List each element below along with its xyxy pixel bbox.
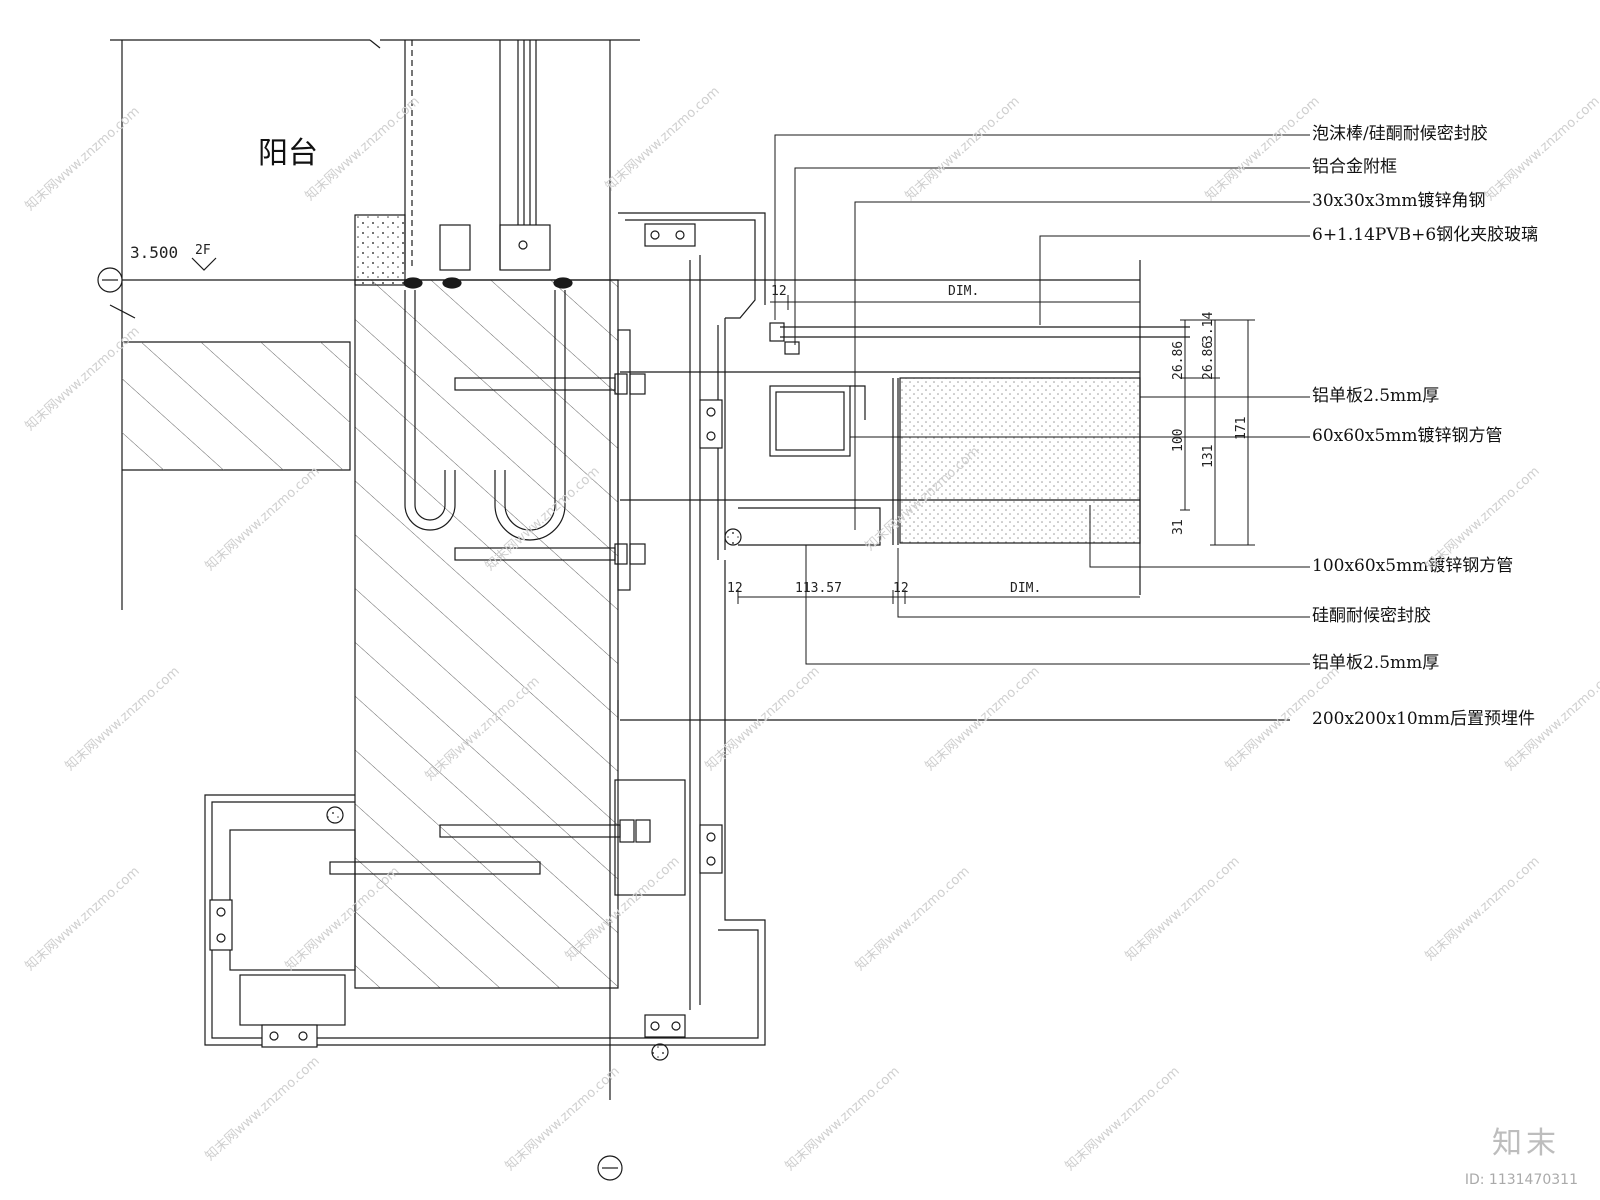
callout-100-tube: 100x60x5mm镀锌钢方管 — [1312, 556, 1514, 576]
dimension-lines — [737, 295, 1255, 604]
leader-lines — [774, 134, 1310, 665]
brackets — [209, 223, 742, 1061]
callout-aluminum-panel-bottom: 铝单板2.5mm厚 — [1312, 653, 1440, 673]
dim-26-b: 26.86 — [1201, 340, 1216, 380]
callout-foam-rod-sealant: 泡沫棒/硅酮耐候密封胶 — [1312, 124, 1488, 144]
dim-bottom-gap-right: 12 — [893, 581, 909, 596]
callout-laminated-glass: 6+1.14PVB+6钢化夹胶玻璃 — [1312, 225, 1539, 245]
concrete-column — [354, 214, 619, 989]
window-frame — [403, 40, 611, 1100]
callout-silicone-sealant: 硅酮耐候密封胶 — [1312, 606, 1431, 626]
level-value: 3.500 — [130, 243, 179, 262]
dim-3-14: 3.14 — [1201, 311, 1216, 343]
watermark-logo: 知末 — [1492, 1126, 1560, 1161]
dim-131: 131 — [1201, 444, 1216, 468]
embedded-plates — [614, 329, 1290, 896]
callout-embedded-plate: 200x200x10mm后置预埋件 — [1312, 709, 1535, 729]
balcony-slab — [109, 39, 1140, 610]
callout-aluminum-subframe: 铝合金附框 — [1312, 157, 1397, 177]
steel-tubes — [738, 385, 881, 546]
watermark-id: ID: 1131470311 — [1464, 1172, 1578, 1188]
axis-markers — [97, 257, 623, 1181]
dim-bottom-width: 113.57 — [795, 581, 842, 596]
dim-100: 100 — [1171, 428, 1186, 452]
u-anchors — [404, 290, 566, 541]
callout-60-tube: 60x60x5mm镀锌钢方管 — [1312, 426, 1503, 446]
glass-and-panel — [769, 260, 1190, 595]
dim-bottom-gap-left: 12 — [727, 581, 743, 596]
callout-aluminum-panel-top: 铝单板2.5mm厚 — [1312, 386, 1440, 406]
dim-top-gap: 12 — [771, 284, 787, 299]
dim-26-a: 26.86 — [1171, 340, 1186, 380]
level-floor: 2F — [195, 243, 211, 258]
dim-bottom-dim: DIM. — [1010, 581, 1042, 596]
dim-171: 171 — [1234, 416, 1249, 440]
cladding-outline — [204, 212, 766, 1046]
dim-31: 31 — [1171, 519, 1186, 535]
callout-angle-steel: 30x30x3mm镀锌角钢 — [1312, 191, 1486, 211]
room-label: 阳台 — [258, 136, 318, 171]
dim-top-dim: DIM. — [948, 284, 980, 299]
